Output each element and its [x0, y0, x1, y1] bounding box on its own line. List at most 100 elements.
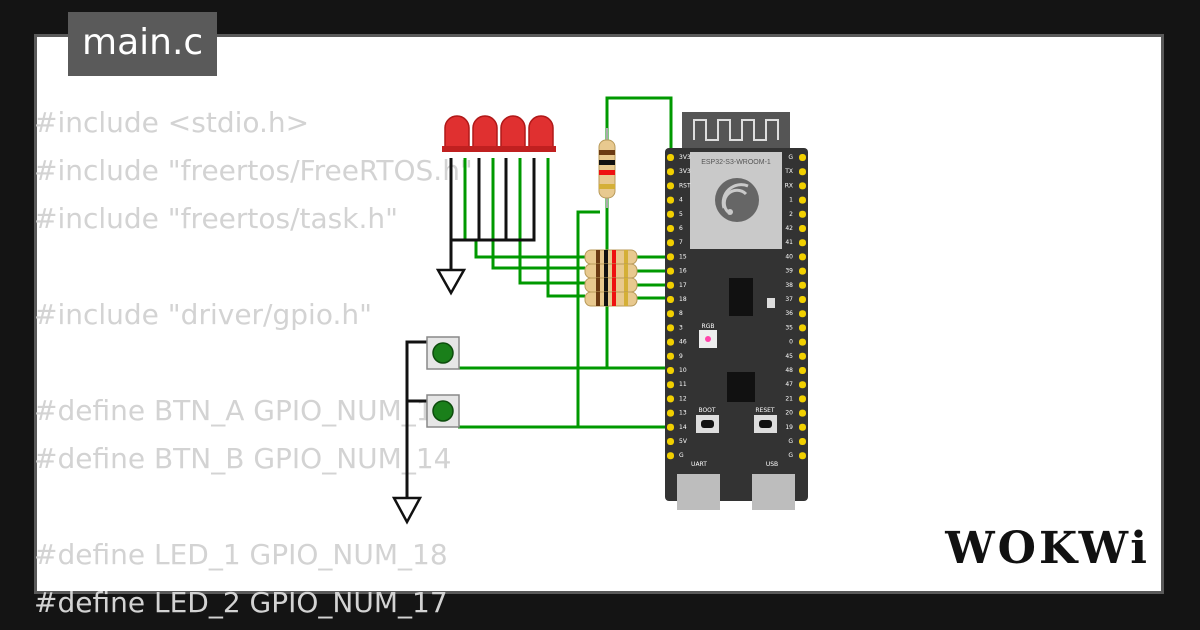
left-pin[interactable] — [667, 310, 674, 318]
right-pin-label: G — [788, 154, 793, 161]
right-pin[interactable] — [799, 395, 806, 403]
right-pin[interactable] — [799, 281, 806, 289]
right-pin-label: 38 — [785, 282, 793, 289]
left-pin[interactable] — [667, 281, 674, 289]
chip — [727, 372, 755, 402]
right-pin[interactable] — [799, 352, 806, 360]
antenna — [682, 112, 790, 152]
pushbutton-a[interactable] — [426, 336, 460, 370]
right-pin-label: 36 — [785, 310, 793, 317]
right-pin-label: 39 — [785, 268, 793, 275]
left-pin[interactable] — [667, 225, 674, 232]
left-pin-label: 3 — [679, 324, 683, 331]
pushbutton-b[interactable] — [426, 394, 460, 428]
left-pin[interactable] — [667, 210, 674, 218]
right-pin[interactable] — [799, 168, 806, 176]
right-pin[interactable] — [799, 338, 806, 346]
right-pin[interactable] — [799, 310, 806, 318]
left-pin[interactable] — [667, 239, 674, 247]
uart-label: UART — [691, 461, 707, 468]
left-pin[interactable] — [667, 324, 674, 332]
right-pin[interactable] — [799, 452, 806, 460]
preview-card — [34, 34, 1164, 594]
reset-label: RESET — [755, 407, 775, 414]
right-pin[interactable] — [799, 267, 806, 275]
code-line: #include "freertos/FreeRTOS.h" — [34, 154, 473, 187]
led-icon[interactable] — [470, 115, 500, 152]
left-pin[interactable] — [667, 196, 674, 204]
led-group — [442, 115, 556, 152]
left-pin[interactable] — [667, 367, 674, 374]
resistor-icon[interactable] — [584, 277, 638, 293]
right-pin[interactable] — [799, 225, 806, 232]
left-pin[interactable] — [667, 338, 674, 346]
left-pin-label: 13 — [679, 410, 687, 417]
led-icon[interactable] — [442, 115, 472, 152]
resistor-icon[interactable] — [598, 128, 616, 208]
left-pin[interactable] — [667, 438, 674, 445]
ground-icon — [391, 496, 423, 525]
right-pin[interactable] — [799, 154, 806, 161]
left-pin[interactable] — [667, 423, 674, 431]
right-pin-label: 2 — [789, 211, 793, 218]
left-pin[interactable] — [667, 452, 674, 460]
right-pin-label: 37 — [785, 296, 793, 303]
code-line: #include "freertos/task.h" — [34, 202, 398, 235]
ground-wires — [405, 158, 536, 498]
file-tab[interactable]: main.c — [68, 12, 218, 76]
left-pin[interactable] — [667, 182, 674, 190]
right-pin[interactable] — [799, 239, 806, 247]
left-pin[interactable] — [667, 395, 674, 403]
uart-port — [677, 474, 720, 510]
left-pin-label: 10 — [679, 367, 687, 374]
led-icon[interactable] — [498, 115, 528, 152]
right-pin[interactable] — [799, 253, 806, 261]
right-pin[interactable] — [799, 296, 806, 303]
right-pin-label: 19 — [785, 424, 793, 431]
led-icon[interactable] — [526, 115, 556, 152]
code-line: #include "driver/gpio.h" — [34, 298, 372, 331]
esp32-s3-board[interactable]: ESP32-S3-WROOM-1 RGB BOOT RESET UART USB… — [665, 112, 808, 510]
ground-icon — [435, 268, 467, 296]
resistor-icon[interactable] — [584, 263, 638, 279]
left-pin-label: RST — [679, 182, 691, 189]
right-pin-label: 21 — [785, 395, 793, 402]
left-pin-label: 8 — [679, 310, 683, 317]
left-pin[interactable] — [667, 154, 674, 161]
right-pin-label: 42 — [785, 225, 793, 232]
left-pin[interactable] — [667, 409, 674, 417]
left-pin-label: 18 — [679, 296, 687, 303]
right-pin[interactable] — [799, 367, 806, 374]
wire — [518, 158, 585, 285]
resistor-icon[interactable] — [584, 249, 638, 265]
right-pin[interactable] — [799, 409, 806, 417]
right-pin[interactable] — [799, 182, 806, 190]
right-pin-label: G — [788, 452, 793, 459]
wire — [546, 158, 585, 298]
resistor-bank — [584, 249, 638, 307]
right-pin[interactable] — [799, 381, 806, 389]
wokwi-logo: WOKWi — [945, 523, 1150, 574]
left-pin[interactable] — [667, 267, 674, 275]
module-label: ESP32-S3-WROOM-1 — [701, 159, 771, 166]
resistor-icon[interactable] — [584, 291, 638, 307]
right-pin[interactable] — [799, 438, 806, 445]
left-pin[interactable] — [667, 253, 674, 261]
left-pin[interactable] — [667, 352, 674, 360]
right-pin-label: 40 — [785, 253, 793, 260]
usb-label: USB — [766, 461, 778, 468]
left-pin-label: 3V3 — [679, 154, 691, 161]
right-pin-label: 0 — [789, 339, 793, 346]
boot-label: BOOT — [698, 407, 715, 414]
right-pin[interactable] — [799, 324, 806, 332]
left-pin[interactable] — [667, 168, 674, 176]
usb-port — [752, 474, 795, 510]
right-pin[interactable] — [799, 196, 806, 204]
right-pin[interactable] — [799, 423, 806, 431]
left-pin[interactable] — [667, 296, 674, 303]
left-pin-label: 17 — [679, 282, 687, 289]
left-pin[interactable] — [667, 381, 674, 389]
right-pin[interactable] — [799, 210, 806, 218]
code-line: #define BTN_B GPIO_NUM_14 — [34, 442, 452, 475]
